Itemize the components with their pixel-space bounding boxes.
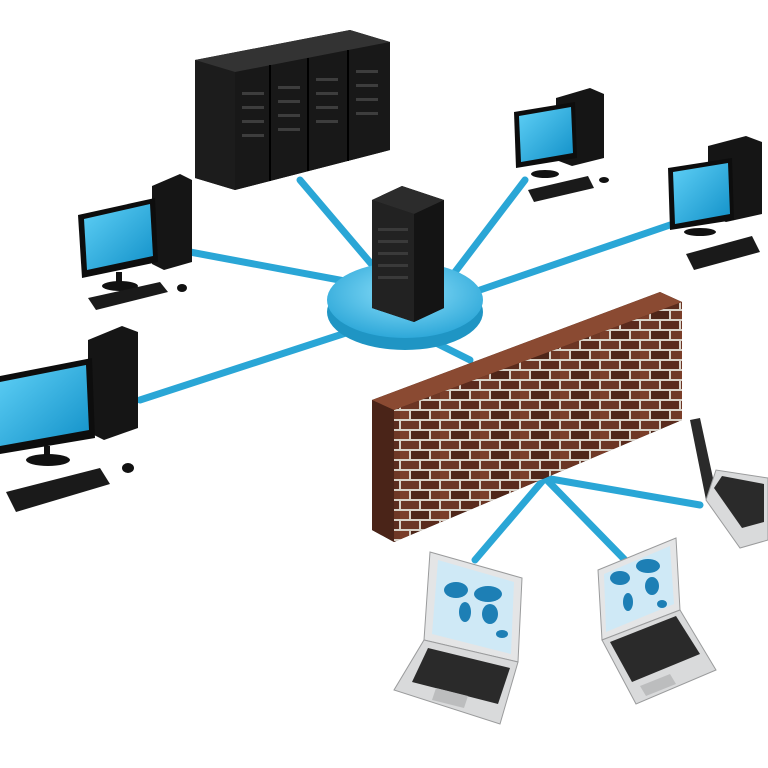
server-rack-icon xyxy=(195,30,390,190)
desktop-computer-icon xyxy=(0,326,138,512)
cable-to-server-rack xyxy=(296,176,389,284)
firewall-brick-wall-icon xyxy=(372,292,682,542)
server-tower-icon xyxy=(372,186,444,322)
cable-firewall-to-laptop-left xyxy=(471,474,549,564)
desktop-computer-icon xyxy=(78,174,192,310)
cable-to-desktop-top-right xyxy=(451,176,529,276)
world-map xyxy=(444,582,508,638)
laptop-icon xyxy=(393,551,523,725)
laptop-icon xyxy=(597,537,717,705)
cable-to-desktop-right xyxy=(476,221,674,294)
desktop-computer-icon xyxy=(514,88,609,202)
world-map xyxy=(610,559,667,611)
cable-firewall-to-laptop-middle xyxy=(541,474,629,564)
desktop-computer-icon xyxy=(668,136,762,270)
cable-to-desktop-left xyxy=(136,326,359,404)
laptop-icon xyxy=(690,418,768,549)
cable-firewall-to-laptop-right xyxy=(541,474,704,509)
cable-to-desktop-top-left xyxy=(186,248,354,286)
